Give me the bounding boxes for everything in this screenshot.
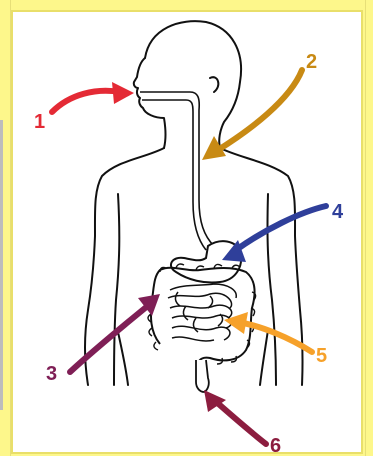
arm-right-inner	[267, 194, 276, 385]
label-1: 1	[34, 111, 45, 133]
stomach	[171, 241, 241, 282]
labels: 1 2 3 4 5 6	[34, 51, 344, 456]
label-4: 4	[332, 201, 344, 223]
arrow-3	[70, 304, 150, 372]
label-5: 5	[316, 345, 327, 367]
arrow-1	[52, 91, 120, 112]
hip-right	[260, 330, 268, 385]
arm-left-inner	[114, 194, 119, 385]
arrow-2	[218, 70, 302, 150]
small-intestine	[168, 284, 236, 341]
label-3: 3	[46, 363, 57, 385]
arrow-5-head	[224, 312, 248, 334]
hip-left	[118, 332, 128, 385]
label-6: 6	[270, 435, 281, 456]
ear	[210, 77, 218, 92]
label-2: 2	[306, 51, 317, 73]
arrow-4	[236, 206, 326, 250]
arrow-6	[214, 400, 266, 444]
rectum	[196, 360, 209, 392]
face-profile	[134, 58, 166, 148]
arrow-1-head	[112, 82, 134, 104]
